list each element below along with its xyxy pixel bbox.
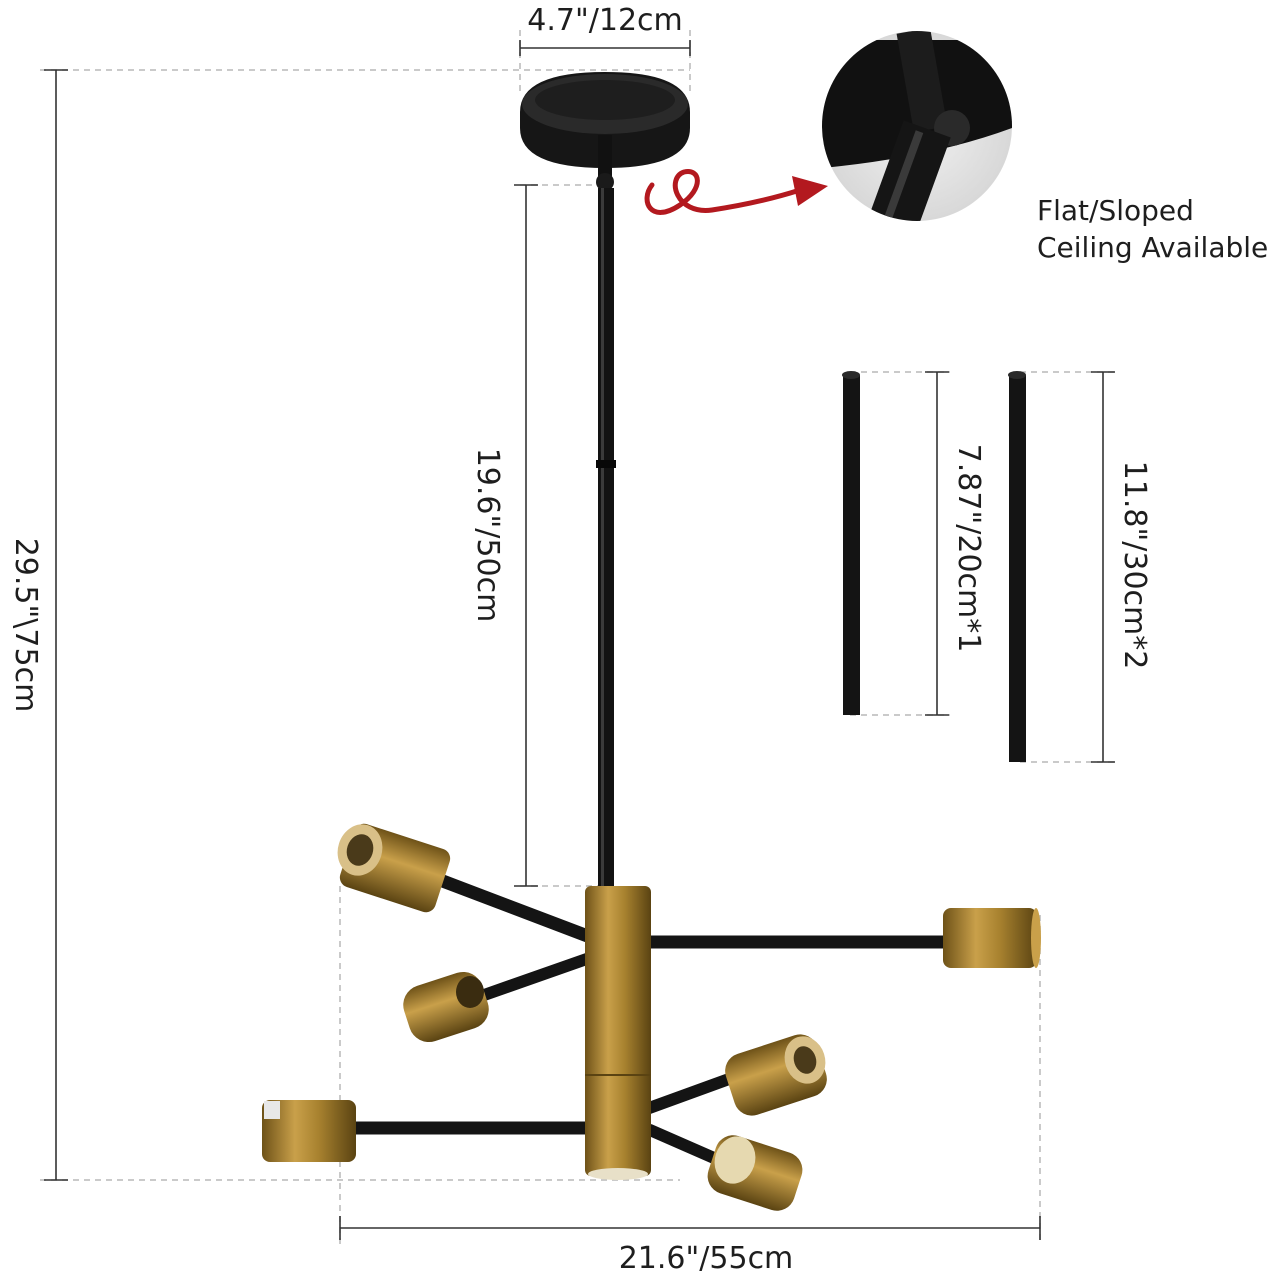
extension-rod-short-label: 7.87"/20cm*1	[951, 444, 986, 653]
brass-center-column	[585, 886, 651, 1180]
sloped-ceiling-detail	[822, 31, 1012, 221]
hanging-rod	[596, 188, 616, 888]
extension-rod-short	[842, 371, 860, 715]
socket-inner-left	[403, 971, 489, 1043]
extension-rod-long	[1008, 371, 1026, 762]
total-height-label: 29.5"\75cm	[8, 538, 43, 713]
socket-right	[943, 908, 1041, 968]
ceiling-note-line2: Ceiling Available	[1037, 231, 1268, 264]
rod-length-label: 19.6"/50cm	[470, 448, 505, 623]
overall-width-label: 21.6"/55cm	[619, 1241, 794, 1276]
brass-sockets	[262, 823, 1041, 1211]
socket-lower-right-lower	[707, 1135, 803, 1211]
canopy-width-label: 4.7"/12cm	[527, 3, 683, 38]
ceiling-canopy	[520, 72, 690, 191]
socket-lower-right-upper	[725, 1034, 827, 1116]
arrow-icon	[644, 169, 828, 215]
extension-rod-long-label: 11.8"/30cm*2	[1117, 461, 1152, 670]
socket-upper-left	[337, 823, 451, 913]
dimension-lines	[44, 40, 1115, 1240]
light-arms	[348, 873, 952, 1171]
socket-lower-left	[262, 1100, 356, 1162]
ceiling-note-line1: Flat/Sloped	[1037, 194, 1194, 227]
dimension-guides	[40, 30, 1115, 1245]
